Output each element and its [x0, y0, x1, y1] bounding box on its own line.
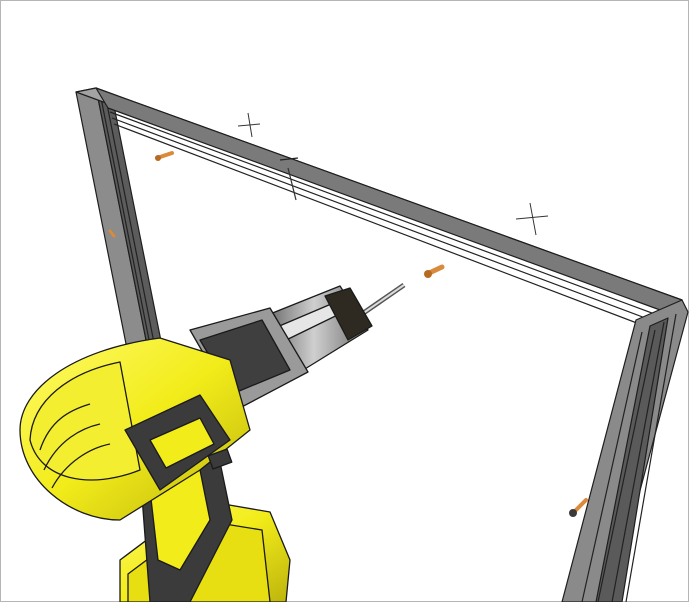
- drill-trigger: [207, 448, 233, 470]
- screw: [569, 498, 588, 517]
- screw: [155, 151, 174, 161]
- screw: [424, 264, 445, 278]
- marker-cross: [237, 112, 261, 138]
- window-frame: [75, 87, 689, 602]
- marker-cross: [515, 202, 549, 236]
- screw: [108, 229, 116, 238]
- cordless-drill: [19, 282, 406, 602]
